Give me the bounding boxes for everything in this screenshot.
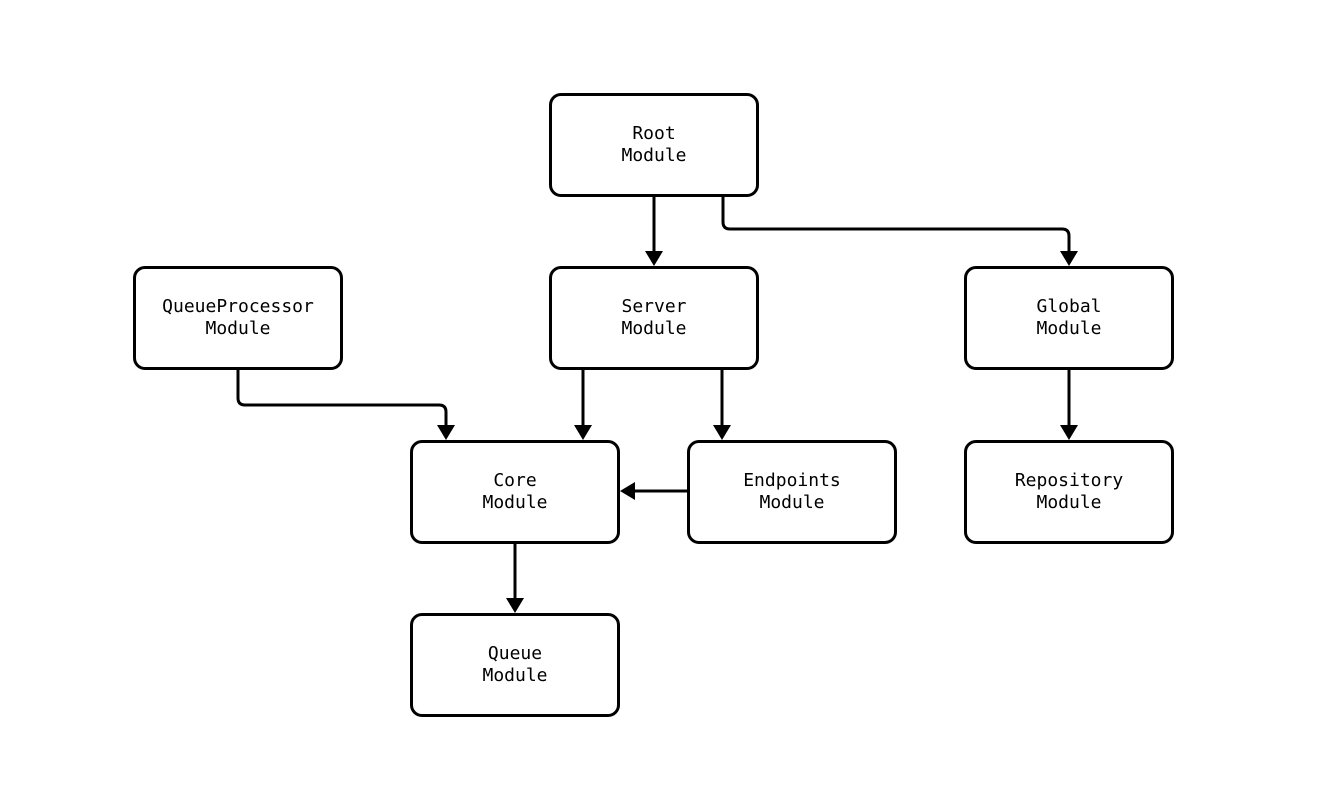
edge-endpoints-to-core bbox=[620, 482, 687, 500]
arrowhead-global-to-repository bbox=[1060, 425, 1078, 440]
node-root-label-line2: Module bbox=[621, 145, 687, 166]
node-repository[interactable]: Repository Module bbox=[964, 440, 1174, 544]
edge-server-to-endpoints bbox=[713, 370, 731, 440]
node-queueprocessor-label-line2: Module bbox=[205, 318, 271, 339]
node-root-label-line1: Root bbox=[632, 123, 676, 144]
edge-server-to-core bbox=[574, 370, 592, 440]
node-core-label-line2: Module bbox=[482, 492, 548, 513]
arrowhead-server-to-endpoints bbox=[713, 425, 731, 440]
node-core[interactable]: Core Module bbox=[410, 440, 620, 544]
node-global[interactable]: Global Module bbox=[964, 266, 1174, 370]
node-server[interactable]: Server Module bbox=[549, 266, 759, 370]
node-repository-label-line2: Module bbox=[1036, 492, 1102, 513]
node-queue-label-line2: Module bbox=[482, 665, 548, 686]
node-server-label-line1: Server bbox=[621, 296, 687, 317]
node-root[interactable]: Root Module bbox=[549, 93, 759, 197]
node-global-label-line1: Global bbox=[1036, 296, 1102, 317]
arrowhead-root-to-global bbox=[1060, 251, 1078, 266]
node-core-label-line1: Core bbox=[493, 470, 537, 491]
arrowhead-endpoints-to-core bbox=[620, 482, 635, 500]
node-queue-label-line1: Queue bbox=[487, 643, 543, 664]
node-server-label-line2: Module bbox=[621, 318, 687, 339]
arrowhead-core-to-queue bbox=[506, 598, 524, 613]
arrowhead-server-to-core bbox=[574, 425, 592, 440]
node-global-label-line2: Module bbox=[1036, 318, 1102, 339]
node-queueprocessor-label-line1: QueueProcessor bbox=[162, 296, 314, 317]
node-queue[interactable]: Queue Module bbox=[410, 613, 620, 717]
arrowhead-queueprocessor-to-core bbox=[437, 425, 455, 440]
node-repository-label-line1: Repository bbox=[1014, 470, 1124, 491]
node-queueprocessor[interactable]: QueueProcessor Module bbox=[133, 266, 343, 370]
node-endpoints-label-line1: Endpoints bbox=[743, 470, 841, 491]
node-endpoints-label-line2: Module bbox=[759, 492, 825, 513]
edge-root-to-global bbox=[721, 197, 1078, 266]
edge-root-to-server bbox=[645, 197, 663, 266]
edge-global-to-repository bbox=[1060, 370, 1078, 440]
edge-queueprocessor-to-core bbox=[236, 370, 455, 440]
node-endpoints[interactable]: Endpoints Module bbox=[687, 440, 897, 544]
edge-core-to-queue bbox=[506, 544, 524, 613]
arrowhead-root-to-server bbox=[645, 251, 663, 266]
